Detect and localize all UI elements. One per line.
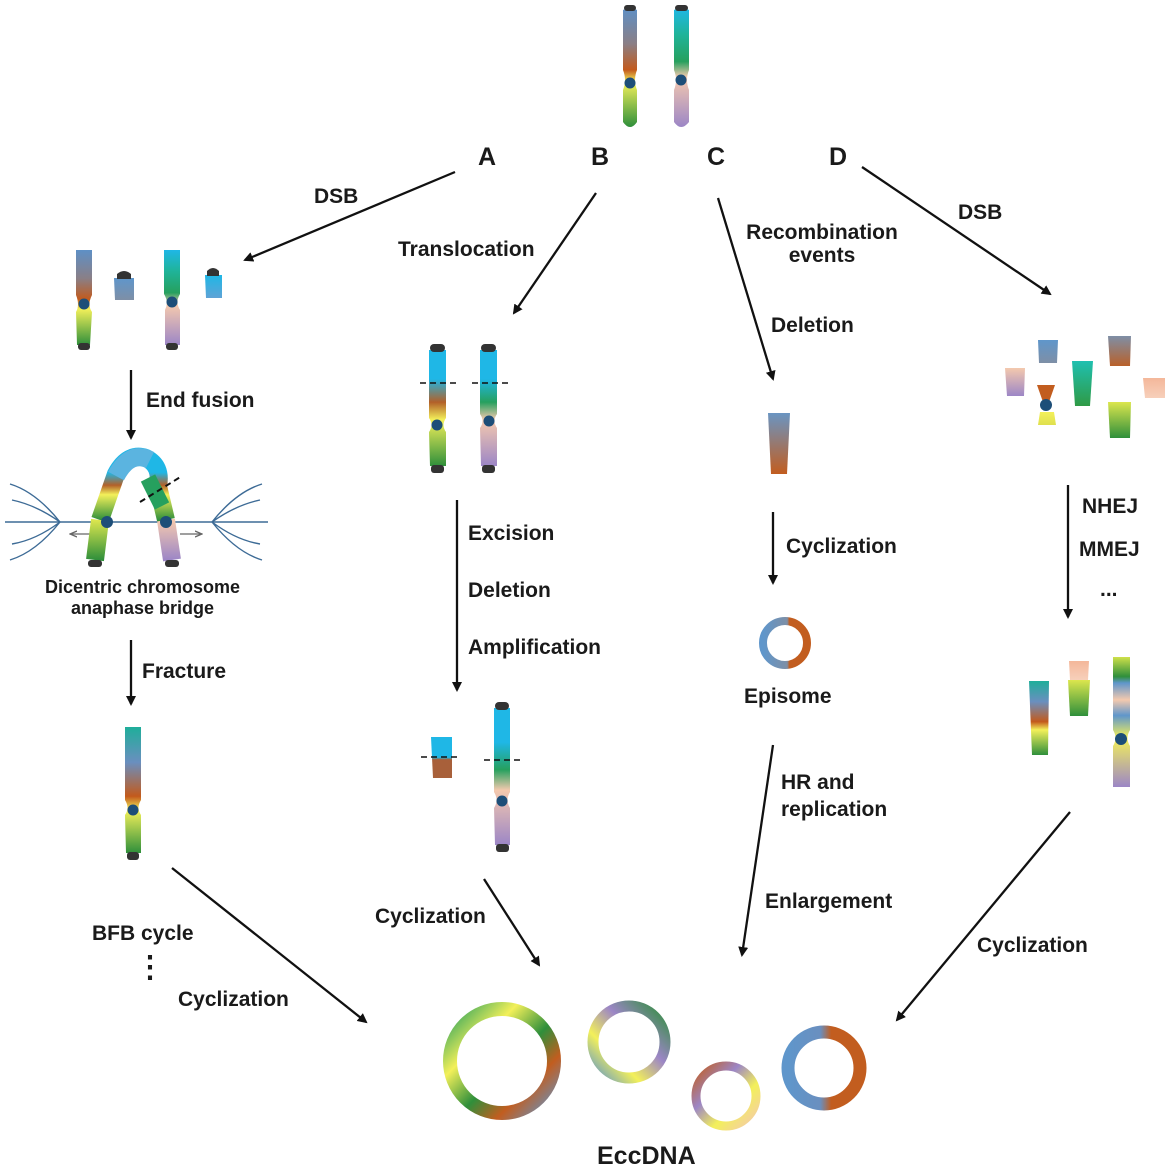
- hr-line-1: HR and: [781, 771, 855, 794]
- dsb-pieces: [1005, 336, 1165, 438]
- label-fracture: Fracture: [142, 660, 227, 683]
- eccdna-label: EccDNA: [597, 1142, 696, 1170]
- arrow-b-translocation: [512, 192, 597, 315]
- label-b-deletion: Deletion: [468, 579, 551, 602]
- label-c-deletion: Deletion: [771, 314, 854, 337]
- label-amplification: Amplification: [468, 636, 602, 659]
- episome-ring: [759, 617, 811, 669]
- dicentric-bridge: [5, 447, 268, 567]
- centromere: [624, 77, 636, 89]
- label-excision: Excision: [468, 522, 555, 545]
- eccdna-rings: [443, 1000, 867, 1131]
- centromere: [675, 74, 687, 86]
- eccdna-ring: [443, 1002, 561, 1120]
- rejoined-chromosomes: [1029, 657, 1130, 787]
- arrow-a-cyclization: [171, 867, 368, 1024]
- pathway-letter-d: D: [829, 143, 848, 171]
- hr-line-2: replication: [781, 798, 888, 822]
- label-d-dsb: DSB: [958, 201, 1003, 224]
- label-c-cyclization: Cyclization: [786, 535, 897, 558]
- fractured-chromosome: [125, 727, 141, 860]
- arrow-b-cyclization: [483, 878, 541, 967]
- bridge-caption-line-2: anaphase bridge: [70, 597, 215, 618]
- label-b-cyclization: Cyclization: [375, 905, 486, 928]
- parent-chromosomes: [623, 5, 689, 127]
- label-recombination: Recombination events: [736, 221, 908, 267]
- label-episome: Episome: [744, 685, 832, 708]
- excised-segment: [421, 702, 524, 852]
- label-end-fusion: End fusion: [146, 389, 255, 412]
- eccdna-ring: [691, 1061, 761, 1131]
- eccdna-ring: [781, 1025, 867, 1111]
- recombination-line-2: events: [788, 244, 856, 268]
- label-hr-replication: HR and replication: [781, 769, 887, 824]
- parent-chromosome-2: [674, 8, 689, 127]
- label-d-cyclization: Cyclization: [977, 934, 1088, 957]
- arrow-c-recombination: [716, 197, 776, 381]
- label-ellipsis-d: ...: [1100, 578, 1118, 601]
- pathway-letter-b: B: [591, 143, 610, 171]
- pathway-letter-c: C: [707, 143, 726, 171]
- label-a-cyclization: Cyclization: [178, 988, 289, 1011]
- bridge-caption-line-1: Dicentric chromosome: [44, 577, 241, 597]
- label-bfb-cycle: BFB cycle: [92, 922, 194, 945]
- arrow-c-enlargement: [738, 744, 775, 957]
- recombination-line-1: Recombination: [746, 221, 898, 244]
- translocated-chromosomes: [420, 344, 512, 473]
- label-bridge-caption: Dicentric chromosome anaphase bridge: [10, 577, 275, 618]
- arrow-d-dsb: [861, 166, 1052, 296]
- arrow-d-cyclization: [895, 811, 1071, 1022]
- arrow-a-dsb: [243, 170, 456, 262]
- dsb-fragments: [76, 250, 222, 350]
- eccdna-ring: [587, 1000, 671, 1084]
- label-nhej: NHEJ: [1082, 495, 1139, 518]
- label-ellipsis-a: ⋮: [135, 951, 165, 984]
- label-translocation: Translocation: [398, 238, 535, 261]
- label-enlargement: Enlargement: [765, 890, 893, 913]
- label-mmej: MMEJ: [1079, 538, 1140, 561]
- pathway-letter-a: A: [478, 143, 497, 171]
- label-a-dsb: DSB: [314, 185, 359, 208]
- deleted-fragment: [768, 413, 790, 474]
- parent-chromosome-1: [623, 8, 637, 127]
